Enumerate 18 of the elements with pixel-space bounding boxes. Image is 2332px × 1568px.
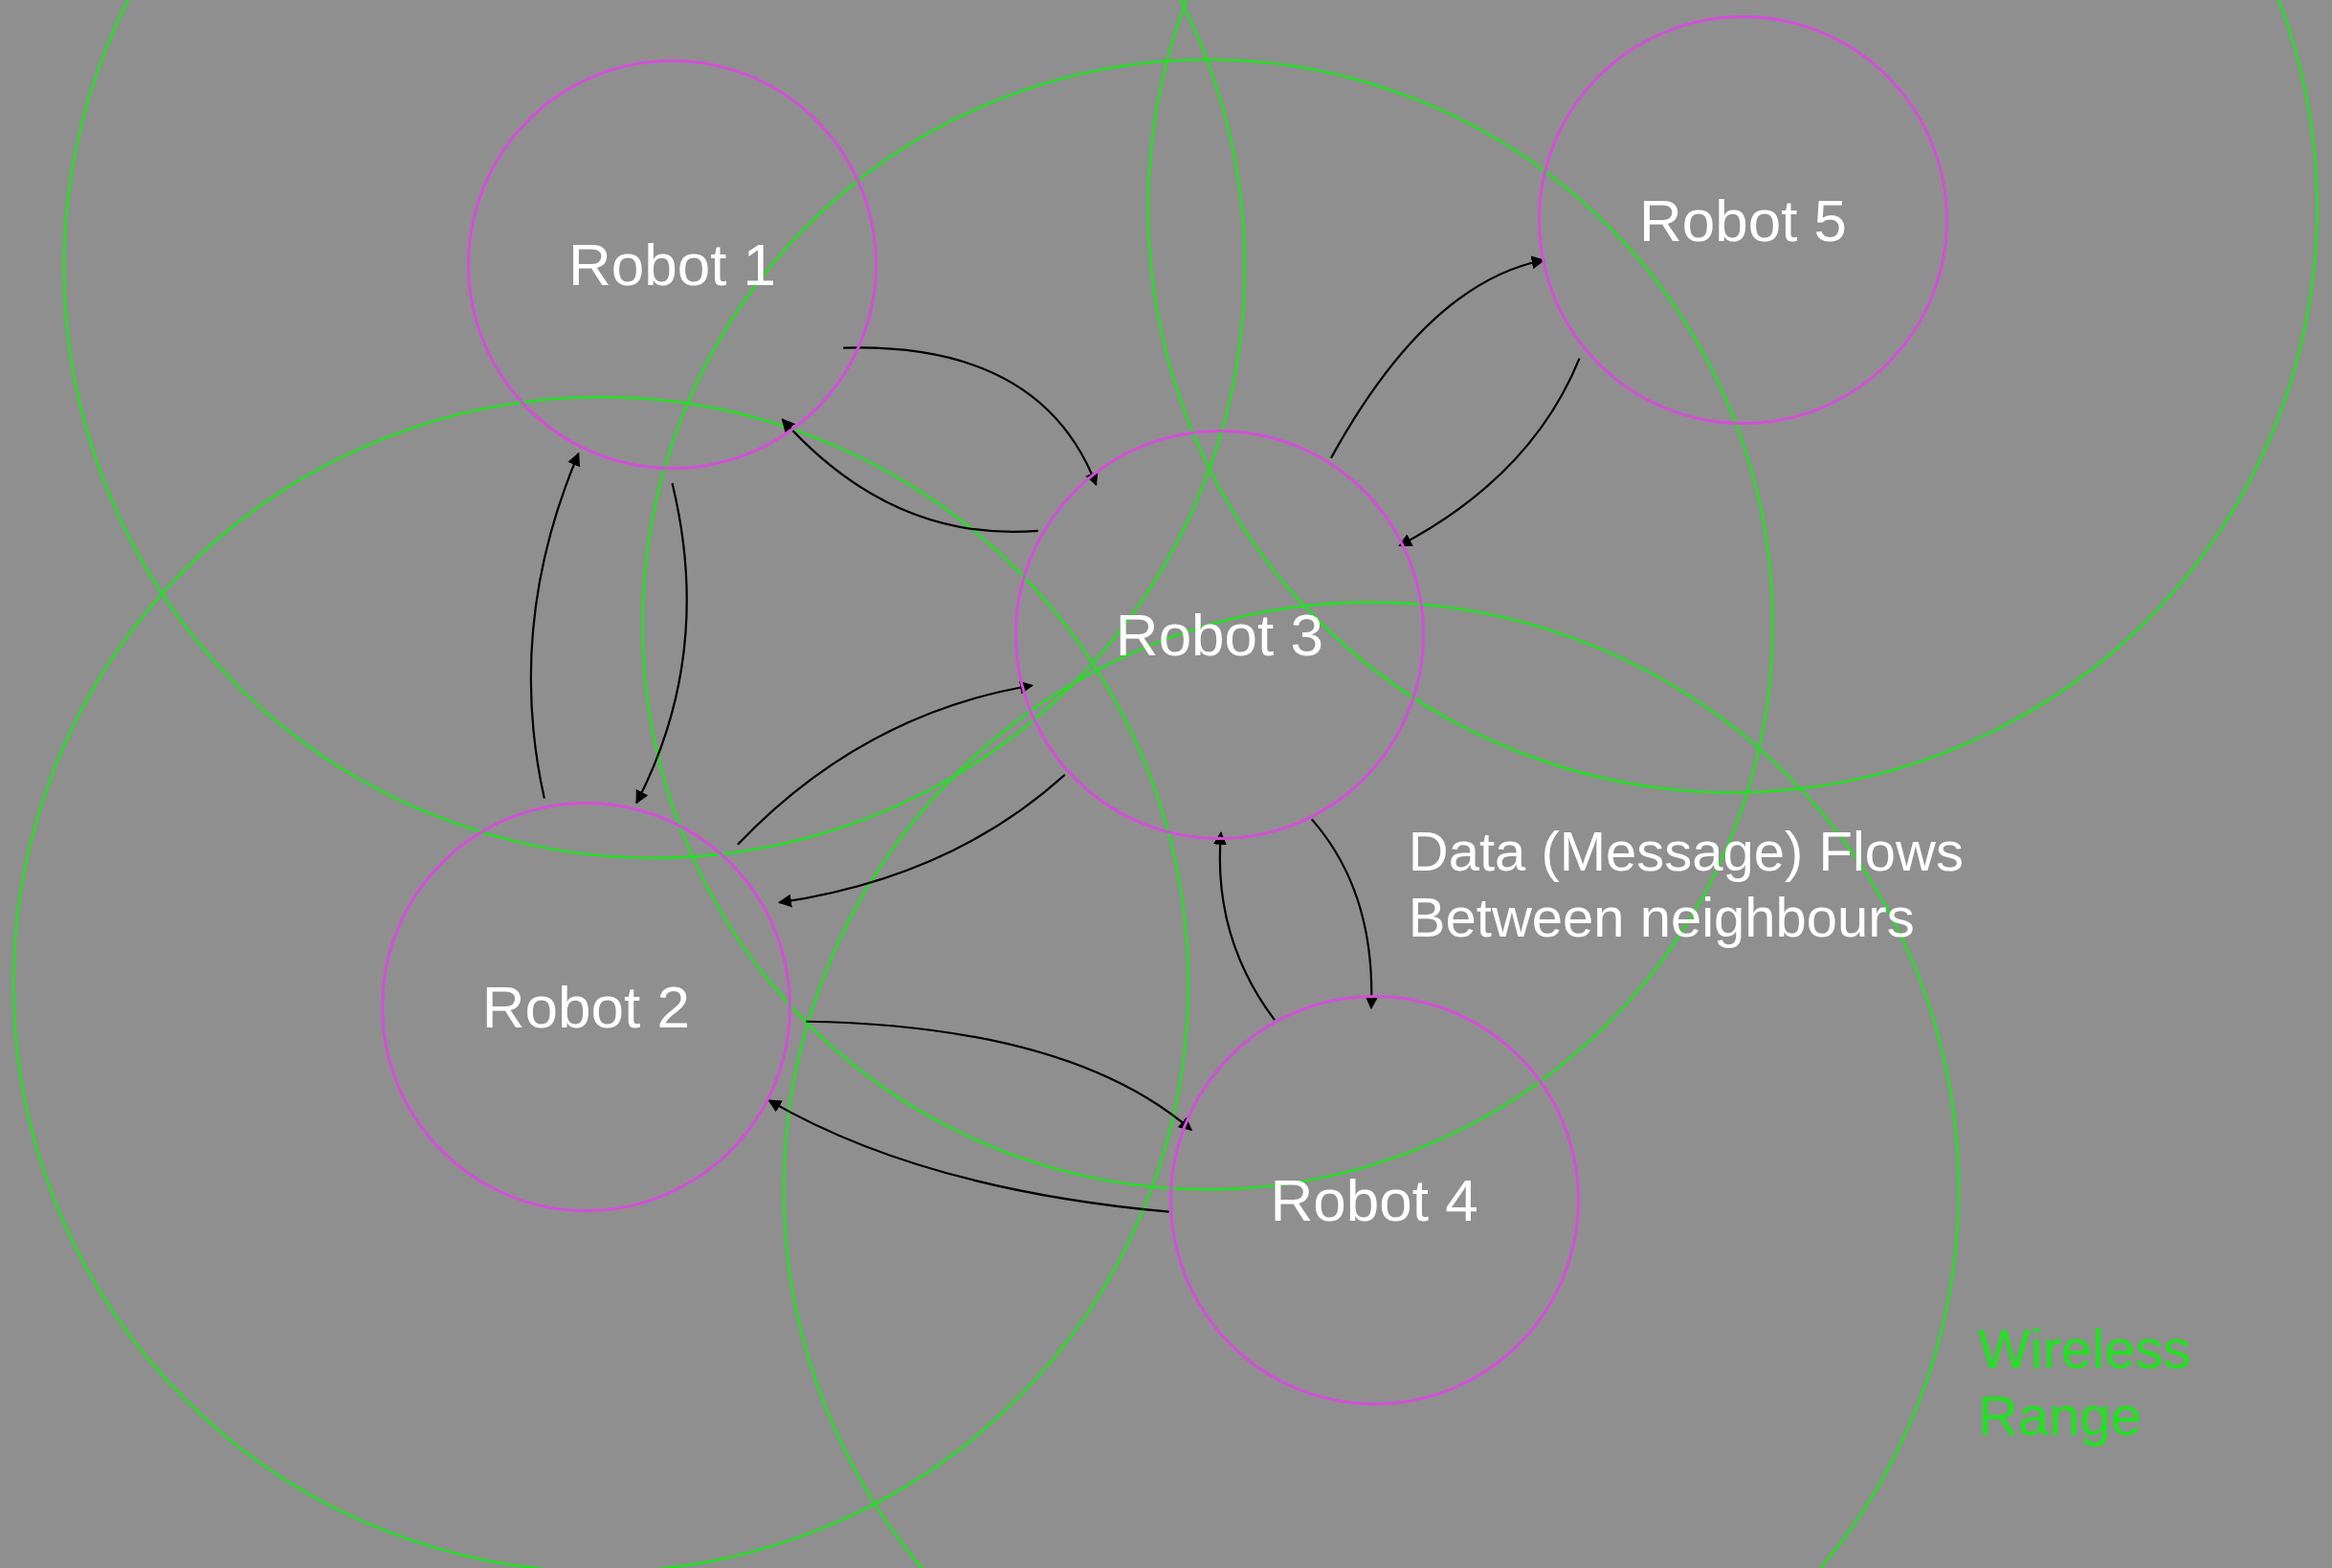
robot-label: Robot 1 <box>567 231 777 299</box>
robot-label: Robot 2 <box>481 972 690 1041</box>
robot-circle <box>1168 994 1580 1405</box>
robot-circle <box>1538 14 1948 426</box>
arrow <box>778 773 1066 908</box>
robot-label: Robot 4 <box>1270 1165 1478 1234</box>
range-label: Wireless Range <box>1978 1316 2192 1449</box>
arrow <box>1398 358 1581 547</box>
robot-label: Robot 5 <box>1638 186 1848 254</box>
arrow <box>1213 830 1276 1021</box>
arrow <box>1310 818 1379 1010</box>
arrow <box>843 346 1098 486</box>
arrow <box>529 452 581 799</box>
robot-circle <box>467 59 877 471</box>
arrow <box>635 482 688 805</box>
arrow <box>737 681 1033 846</box>
arrow <box>781 418 1038 534</box>
robot-circle <box>380 801 791 1212</box>
